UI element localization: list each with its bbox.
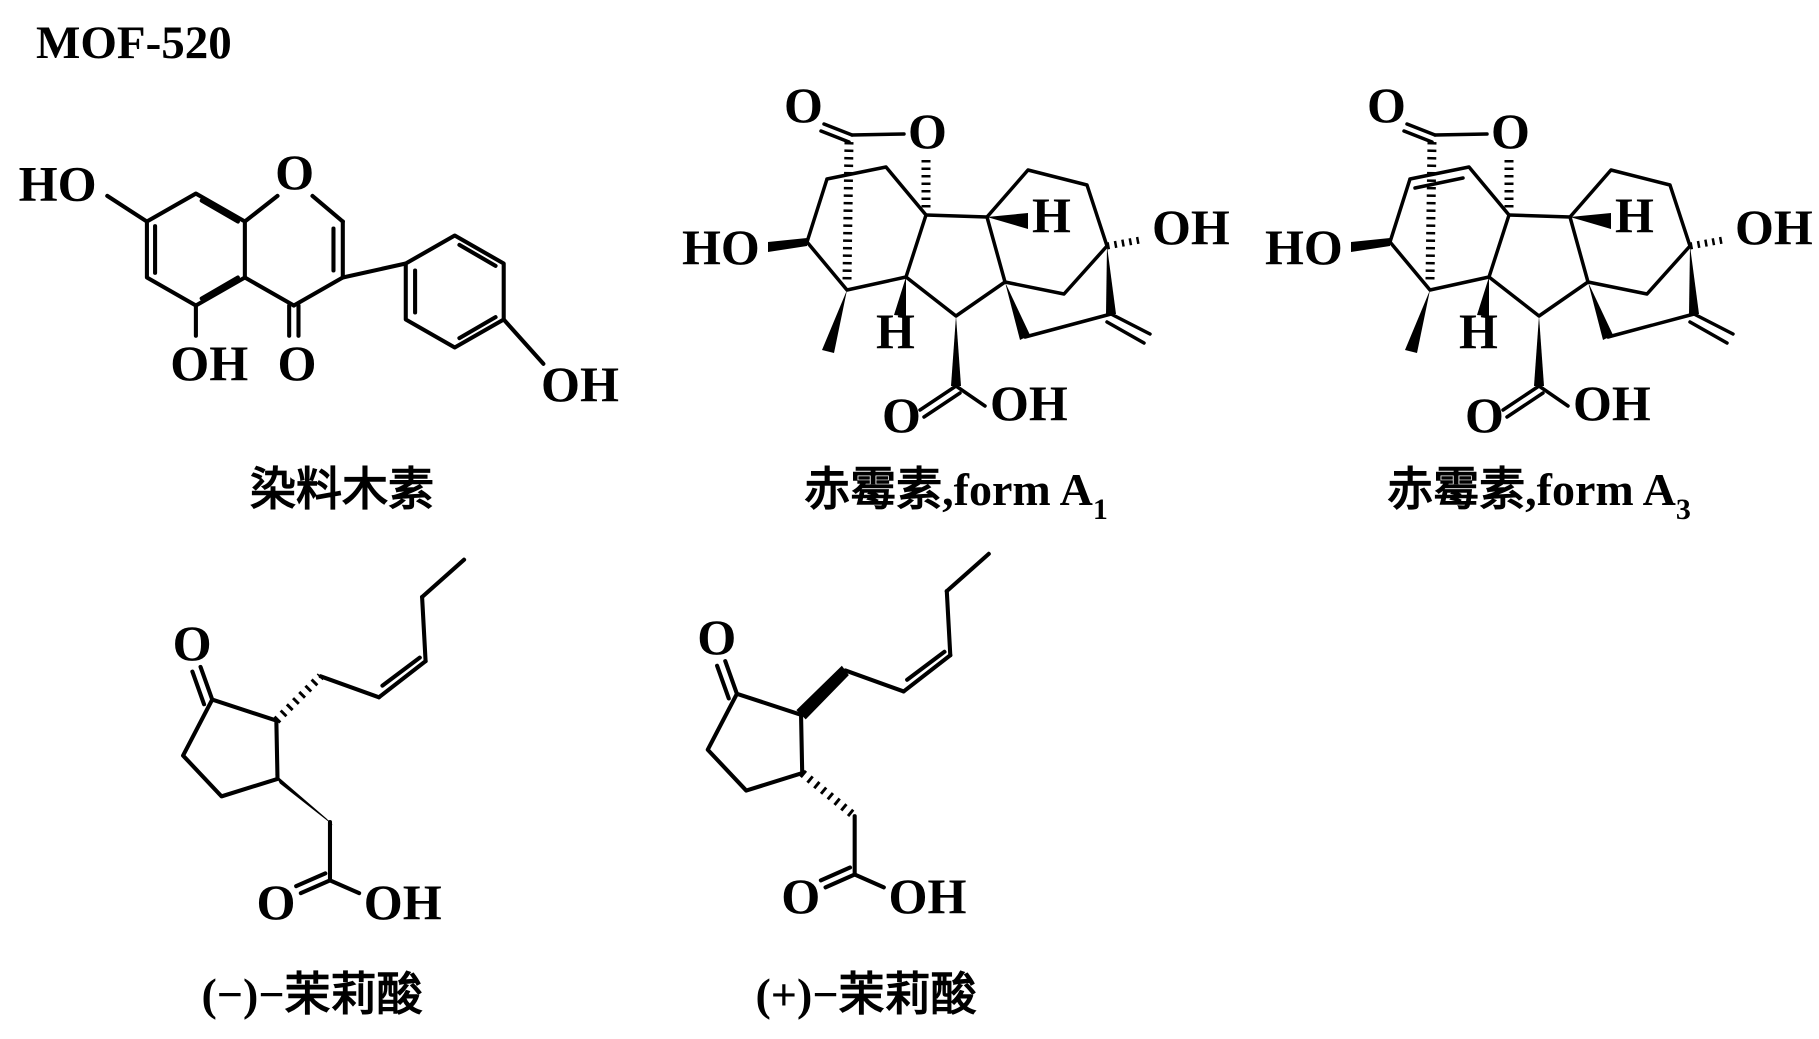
atom-oh: OH [170,335,248,391]
jasmonic-acid-plus-structure: O O OH [697,551,991,924]
atom-oh: OH [990,375,1068,431]
atom-oh: OH [541,356,619,412]
atom-oh: OH [1735,199,1813,255]
atom-o-ring: O [275,144,314,200]
bonds [105,191,546,366]
atom-h: H [1032,187,1071,243]
atom-ho: HO [1265,219,1343,275]
genistein-structure: HO O OH O OH [19,144,619,412]
atom-oh: OH [364,874,442,930]
caption-gibberellin-a3: 赤霉素,form A3 [1387,464,1691,526]
atom-oh: OH [1152,199,1230,255]
atom-o: O [781,868,820,924]
gibberellin-a3-structure: O O HO H OH H O OH [1265,77,1813,443]
atom-o: O [1465,387,1504,443]
caption-text: 赤霉素,form A [804,464,1093,515]
figure-title: MOF-520 [36,17,232,69]
atom-oh: OH [1573,375,1651,431]
bonds [768,122,1152,419]
atom-oh: OH [888,868,966,924]
gibberellin-a1-structure: O O HO H OH H O OH [682,77,1230,443]
bonds [1351,122,1735,419]
bonds [705,551,991,890]
bonds [181,557,467,896]
caption-subscript: 1 [1093,493,1108,526]
atom-o-carbonyl: O [278,335,317,391]
caption-gibberellin-a1: 赤霉素,form A1 [804,464,1108,526]
atom-o: O [1367,77,1406,133]
atom-o: O [882,387,921,443]
atom-h: H [1615,187,1654,243]
atom-o: O [257,874,296,930]
atom-o: O [908,103,947,159]
caption-jasmonic-acid-minus: (−)−茉莉酸 [201,969,423,1020]
atom-o: O [1491,103,1530,159]
atom-h: H [1459,303,1498,359]
caption-text: 赤霉素,form A [1387,464,1676,515]
atom-h: H [876,303,915,359]
atom-o: O [173,615,212,671]
atom-o: O [697,609,736,665]
caption-jasmonic-acid-plus: (+)−茉莉酸 [755,969,977,1020]
atom-ho: HO [682,219,760,275]
jasmonic-acid-minus-structure: O O OH [173,557,467,930]
atom-o: O [784,77,823,133]
atom-ho: HO [19,156,97,212]
caption-subscript: 3 [1676,493,1691,526]
caption-genistein: 染料木素 [250,464,434,515]
